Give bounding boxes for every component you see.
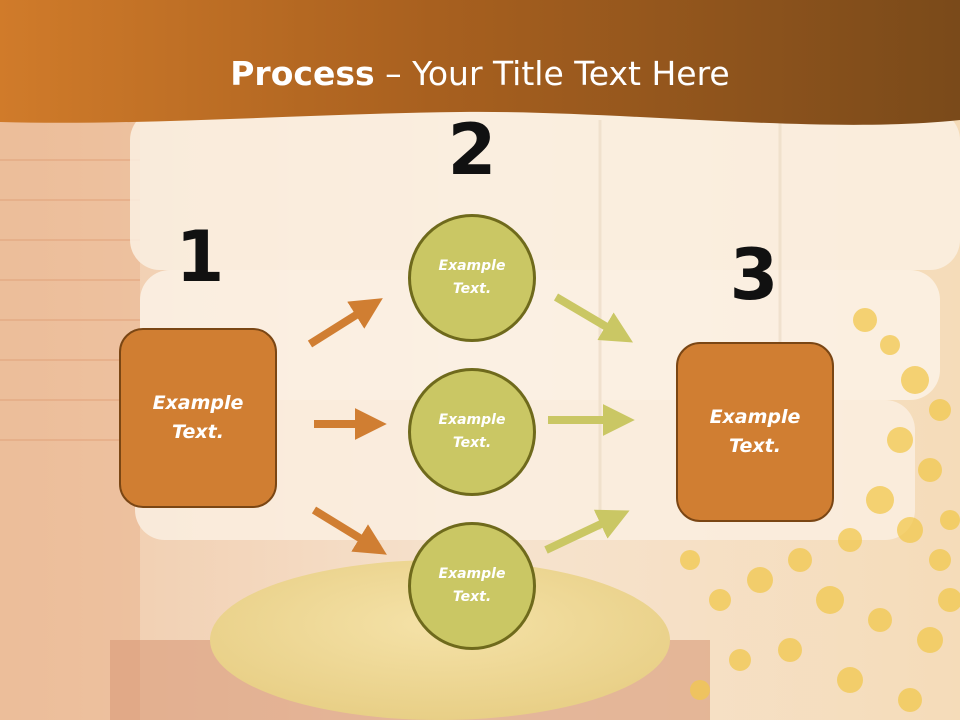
step-number-3: 3	[729, 234, 779, 316]
step2-circle-top: Example Text.	[408, 214, 536, 342]
step1-box: Example Text.	[119, 328, 277, 508]
step2-circle-bottom: Example Text.	[408, 522, 536, 650]
step-number-2: 2	[447, 109, 497, 191]
title-rest: – Your Title Text Here	[374, 54, 730, 93]
slide-title: Process – Your Title Text Here	[0, 52, 960, 96]
step2-circle-middle: Example Text.	[408, 368, 536, 496]
step-number-1: 1	[175, 216, 225, 298]
step3-box: Example Text.	[676, 342, 834, 522]
title-bold: Process	[230, 54, 375, 93]
